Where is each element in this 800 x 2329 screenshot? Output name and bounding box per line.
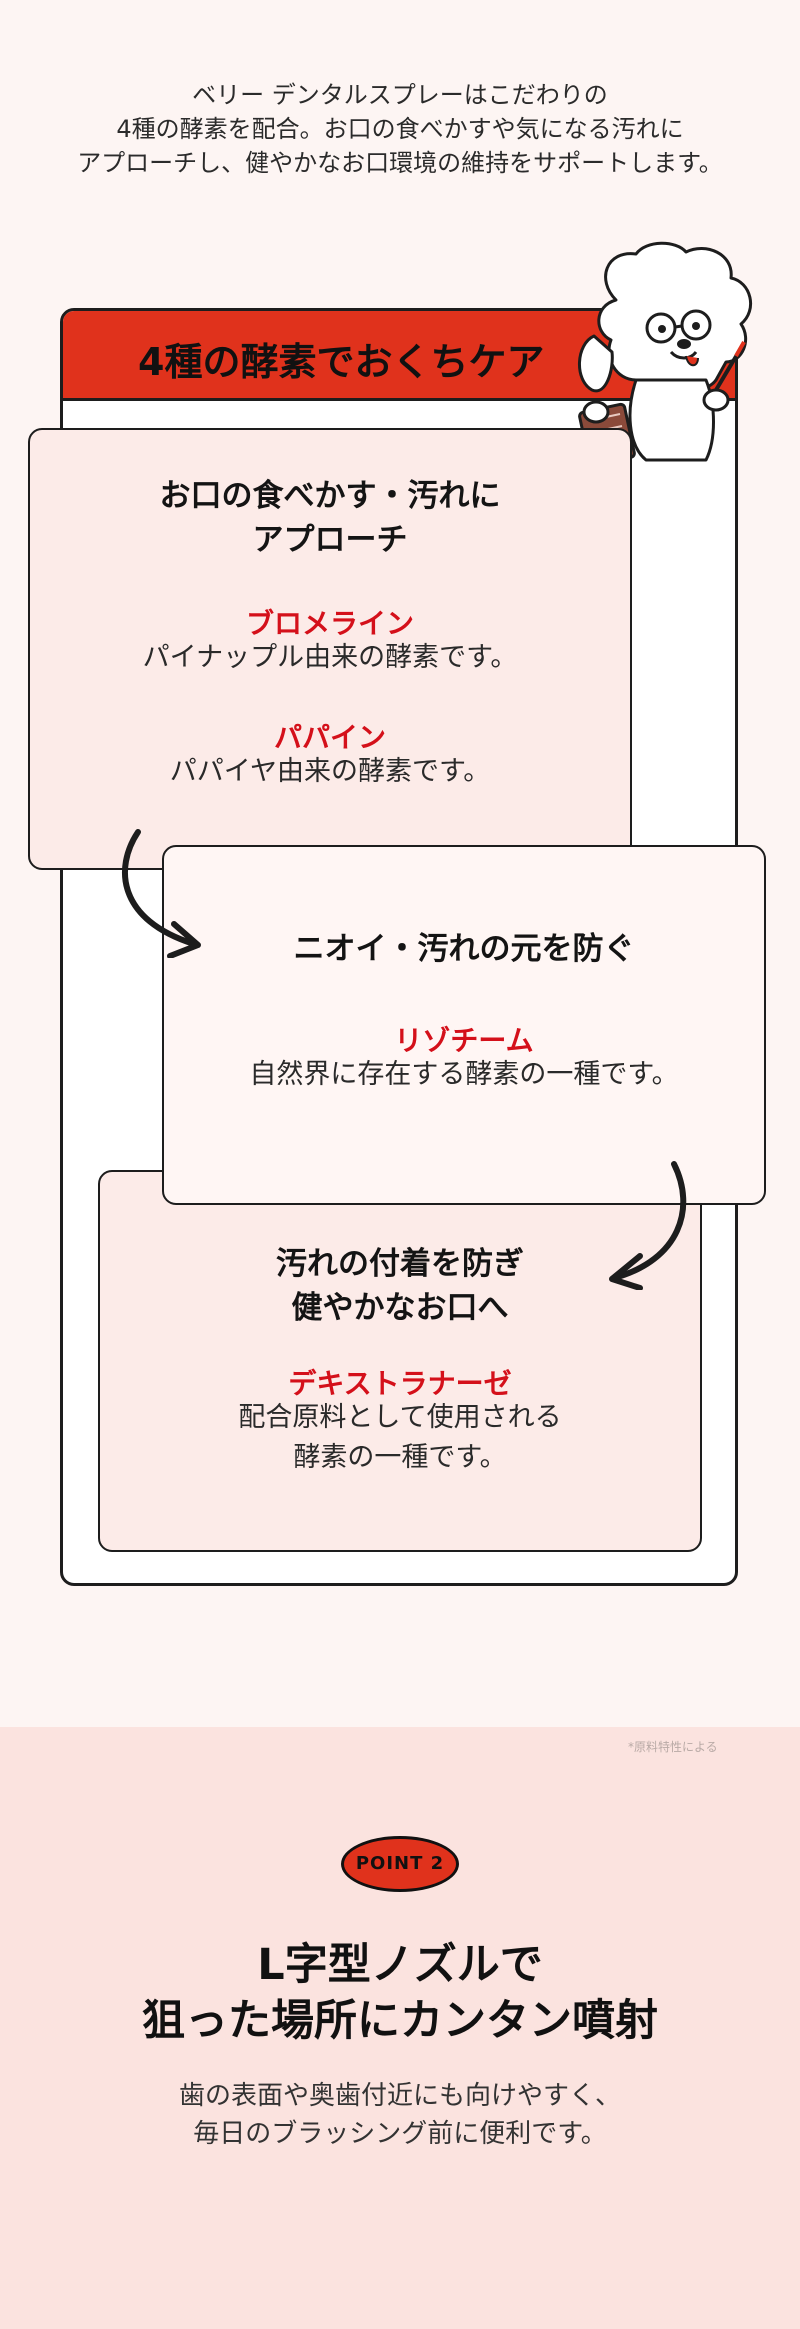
- intro-line-1: ベリー デンタルスプレーはこだわりの: [192, 81, 608, 109]
- curved-arrow-icon: [609, 1161, 687, 1290]
- point-section: POINT 2 L字型ノズルで 狙った場所にカンタン噴射 歯の表面や奥歯付近にも…: [0, 1727, 800, 2329]
- card1-enzyme1-desc: パイナップル由来の酵素です。: [142, 642, 518, 673]
- card1-enzyme1-name: ブロメライン: [245, 607, 414, 640]
- card2-heading: ニオイ・汚れの元を防ぐ: [293, 931, 635, 967]
- point-text-line2: 毎日のブラッシング前に便利です。: [193, 2119, 607, 2149]
- point-title-line2: 狙った場所にカンタン噴射: [142, 1996, 658, 2046]
- card3-enzyme-name: デキストラナーゼ: [288, 1367, 512, 1400]
- card1-enzyme2-desc: パパイヤ由来の酵素です。: [169, 756, 491, 787]
- point-title-line1: L字型ノズルで: [257, 1940, 543, 1990]
- card3-heading-line2: 健やかなお口へ: [291, 1290, 509, 1326]
- point-text-line1: 歯の表面や奥歯付近にも向けやすく、: [178, 2081, 621, 2111]
- curved-arrow-icon: [122, 829, 201, 958]
- card1-heading-line2: アプローチ: [252, 522, 408, 558]
- card3-desc-line1: 配合原料として使用される: [238, 1402, 562, 1433]
- card3-desc-line2: 酵素の一種です。: [293, 1442, 507, 1473]
- card1-enzyme2-name: パパイン: [273, 721, 386, 754]
- card2-enzyme-name: リゾチーム: [394, 1024, 534, 1057]
- frame-title: 4種の酵素でおくちケア: [138, 340, 545, 384]
- footnote: *原料特性による: [628, 1740, 718, 1754]
- enzyme-card-1: お口の食べかす・汚れに アプローチ ブロメライン パイナップル由来の酵素です。 …: [28, 428, 632, 870]
- card1-heading-line1: お口の食べかす・汚れに: [159, 478, 501, 514]
- intro-line-2: 4種の酵素を配合。お口の食べかすや気になる汚れに: [116, 115, 684, 143]
- card3-heading-line1: 汚れの付着を防ぎ: [276, 1246, 524, 1282]
- card2-enzyme-desc: 自然界に存在する酵素の一種です。: [249, 1059, 679, 1090]
- enzyme-card-2: ニオイ・汚れの元を防ぐ リゾチーム 自然界に存在する酵素の一種です。: [162, 845, 766, 1205]
- intro-line-3: アプローチし、健やかなお口環境の維持をサポートします。: [77, 149, 723, 177]
- dog-mascot-icon: [578, 241, 752, 467]
- intro-text: ベリー デンタルスプレーはこだわりの 4種の酵素を配合。お口の食べかすや気になる…: [0, 78, 800, 180]
- point-badge: POINT 2: [341, 1836, 459, 1892]
- enzyme-card-3: 汚れの付着を防ぎ 健やかなお口へ デキストラナーゼ 配合原料として使用される 酵…: [98, 1170, 702, 1552]
